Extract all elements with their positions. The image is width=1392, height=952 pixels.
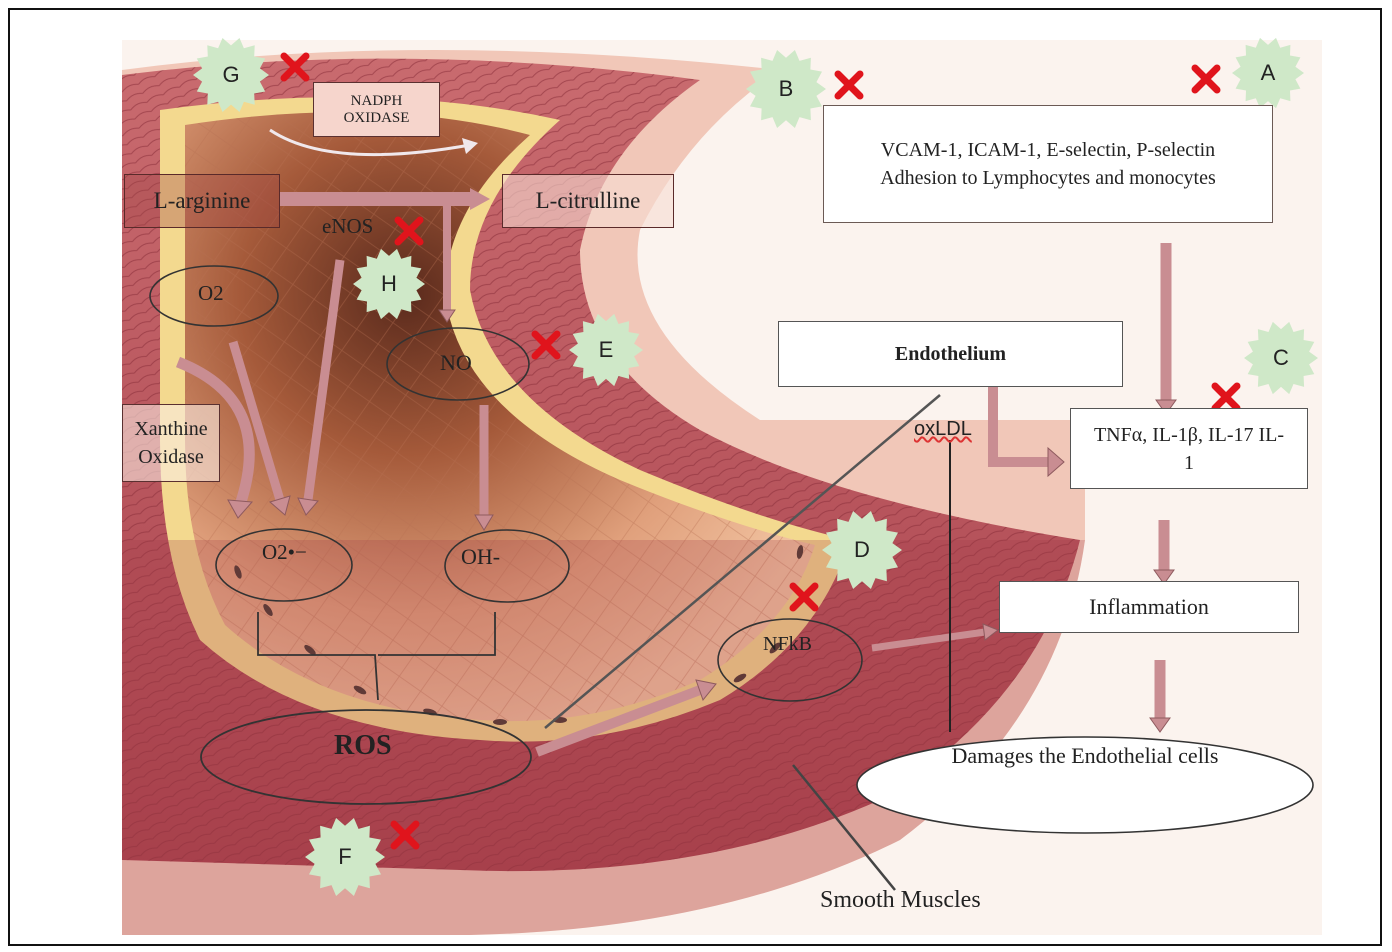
nfkb-label: NFkB bbox=[763, 633, 812, 656]
nadph-oxidase-box: NADPH OXIDASE bbox=[313, 82, 440, 137]
oh-label: OH- bbox=[461, 544, 500, 570]
badge-d: D bbox=[854, 537, 870, 563]
badge-a: A bbox=[1261, 60, 1276, 86]
endothelium-box: Endothelium bbox=[778, 321, 1123, 387]
badge-h: H bbox=[381, 271, 397, 297]
enos-label: eNOS bbox=[322, 214, 373, 239]
damage-label: Damages the Endothelial cells bbox=[940, 740, 1230, 772]
no-label: NO bbox=[440, 350, 472, 376]
inflammation-box: Inflammation bbox=[999, 581, 1299, 633]
smooth-muscles-label: Smooth Muscles bbox=[820, 887, 981, 914]
oxldl-label: oxLDL bbox=[914, 418, 972, 441]
xanthine-oxidase-box: Xanthine Oxidase bbox=[122, 404, 220, 482]
cytokines-box: TNFα, IL-1β, IL-17 IL-1 bbox=[1070, 408, 1308, 489]
l-arginine-box: L-arginine bbox=[124, 174, 280, 228]
badge-e: E bbox=[599, 337, 614, 363]
badge-b: B bbox=[779, 76, 794, 102]
badge-f: F bbox=[338, 844, 351, 870]
l-citrulline-box: L-citrulline bbox=[502, 174, 674, 228]
o2-label: O2 bbox=[198, 281, 224, 306]
ros-label: ROS bbox=[334, 730, 392, 762]
superoxide-label: O2•− bbox=[262, 540, 307, 565]
adhesion-box: VCAM-1, ICAM-1, E-selectin, P-selectin A… bbox=[823, 105, 1273, 223]
badge-g: G bbox=[222, 62, 239, 88]
badge-c: C bbox=[1273, 345, 1289, 371]
